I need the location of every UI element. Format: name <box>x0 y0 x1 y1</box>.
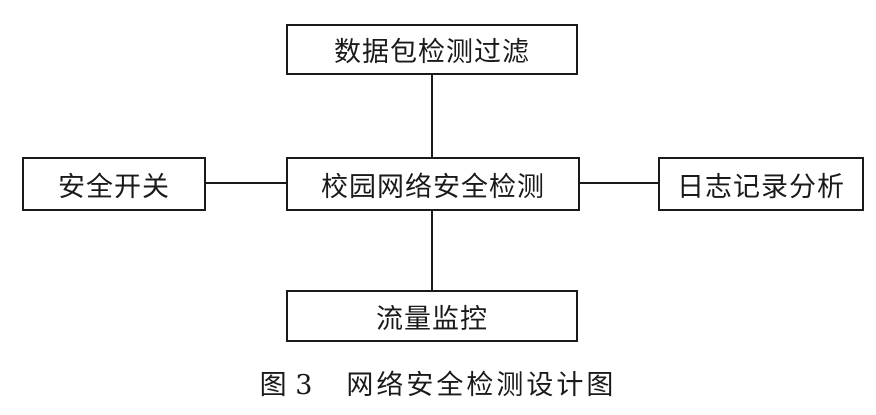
node-left-label: 安全开关 <box>58 171 170 203</box>
node-left: 安全开关 <box>22 157 206 211</box>
node-center-label: 校园网络安全检测 <box>321 171 545 203</box>
node-right: 日志记录分析 <box>658 157 864 211</box>
node-center: 校园网络安全检测 <box>286 157 580 211</box>
node-top-label: 数据包检测过滤 <box>334 37 530 68</box>
figure-number: 图 3 <box>259 369 313 401</box>
connector-bottom <box>431 209 433 292</box>
connector-right <box>578 182 660 184</box>
figure-title: 网络安全检测设计图 <box>346 369 617 401</box>
connector-left <box>204 182 288 184</box>
node-bottom-label: 流量监控 <box>376 303 488 335</box>
connector-top <box>431 73 433 159</box>
node-right-label: 日志记录分析 <box>677 171 845 203</box>
node-top: 数据包检测过滤 <box>286 24 578 75</box>
figure-caption: 图 3 网络安全检测设计图 <box>0 362 876 402</box>
node-bottom: 流量监控 <box>286 290 578 342</box>
